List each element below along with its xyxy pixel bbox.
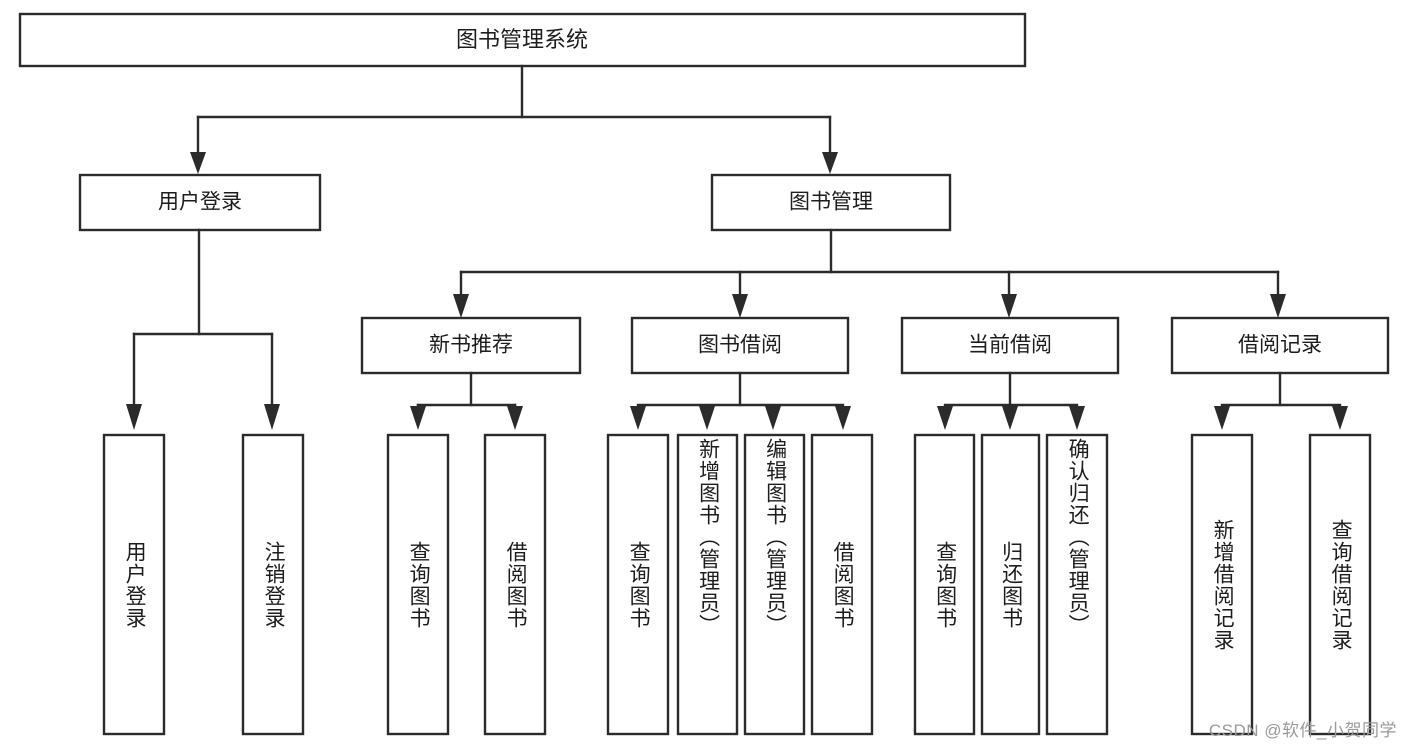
arrow-to-borrow-record (1270, 294, 1286, 318)
leaf-box-edit-book[interactable] (743, 433, 806, 736)
leaf-box-logout[interactable] (241, 433, 305, 736)
user-login-label: 用户登录 (158, 191, 242, 214)
node-borrow-record[interactable]: 借阅记录 (1170, 316, 1390, 375)
leaf-box-confirm-return[interactable] (1045, 433, 1109, 736)
leaf-box-borrow-book-1[interactable] (483, 433, 547, 736)
arrow-to-book-mgmt (822, 152, 838, 174)
arrow-to-leaf-logout (264, 404, 280, 430)
csdn-watermark: CSDN @软件_小贺同学 (1208, 721, 1397, 740)
arrow-to-leaf-add-record (1214, 406, 1230, 430)
arrow-to-new-book (453, 294, 469, 318)
leaf-box-return-book[interactable] (980, 433, 1041, 736)
user-login-box[interactable] (78, 173, 322, 232)
node-new-book-recommend[interactable]: 新书推荐 (360, 316, 582, 375)
current-borrow-box[interactable] (900, 316, 1120, 375)
leaf-box-query-book-2[interactable] (606, 433, 670, 736)
leaf-box-user-login[interactable] (102, 433, 166, 736)
leaf-box-add-record[interactable] (1190, 433, 1254, 736)
arrow-to-leaf-confirm-return (1069, 406, 1085, 430)
root-box[interactable] (18, 12, 1027, 68)
leaf-box-query-book-3[interactable] (913, 433, 976, 736)
root-label: 图书管理系统 (456, 27, 588, 52)
arrow-to-leaf-user-login (126, 404, 142, 430)
leaf-box-borrow-book-2[interactable] (810, 433, 874, 736)
arrow-to-leaf-query-book-3 (937, 406, 953, 430)
arrow-to-leaf-borrow-book-2 (835, 406, 851, 430)
arrow-to-leaf-query-book-1 (410, 406, 426, 430)
arrow-to-book-borrow (732, 294, 748, 318)
node-current-borrow[interactable]: 当前借阅 (900, 316, 1120, 375)
connector-book-mgmt-to-level3 (453, 228, 1286, 318)
arrow-to-leaf-edit-book (765, 406, 781, 430)
leaf-box-add-book[interactable] (676, 433, 739, 736)
arrow-to-leaf-return-book (1002, 406, 1018, 430)
leaf-box-query-record[interactable] (1308, 433, 1372, 736)
book-management-label: 图书管理 (789, 191, 873, 214)
connector-book-borrow-to-leaves (630, 371, 851, 430)
connector-user-login-to-leaves (126, 228, 280, 430)
arrow-to-current-borrow (1001, 294, 1017, 318)
current-borrow-label: 当前借阅 (968, 334, 1052, 357)
arrow-to-leaf-query-book-2 (630, 406, 646, 430)
new-book-recommend-label: 新书推荐 (429, 334, 513, 357)
new-book-recommend-box[interactable] (360, 316, 582, 375)
arrow-to-leaf-add-book (699, 406, 715, 430)
leaf-box-query-book-1[interactable] (386, 433, 450, 736)
connector-current-borrow-to-leaves (937, 371, 1085, 430)
book-borrow-label: 图书借阅 (698, 334, 782, 357)
node-user-login[interactable]: 用户登录 (78, 173, 322, 232)
node-book-borrow[interactable]: 图书借阅 (630, 316, 850, 375)
node-root-system[interactable]: 图书管理系统 (18, 12, 1027, 68)
borrow-record-label: 借阅记录 (1238, 334, 1322, 357)
arrow-to-user-login (190, 152, 206, 174)
arrow-to-leaf-borrow-book-1 (507, 406, 523, 430)
connector-borrow-record-to-leaves (1214, 371, 1348, 430)
arrow-to-leaf-query-record (1332, 406, 1348, 430)
node-book-management[interactable]: 图书管理 (710, 173, 952, 232)
connector-root-to-level2 (190, 64, 838, 174)
connector-new-book-to-leaves (410, 371, 523, 430)
